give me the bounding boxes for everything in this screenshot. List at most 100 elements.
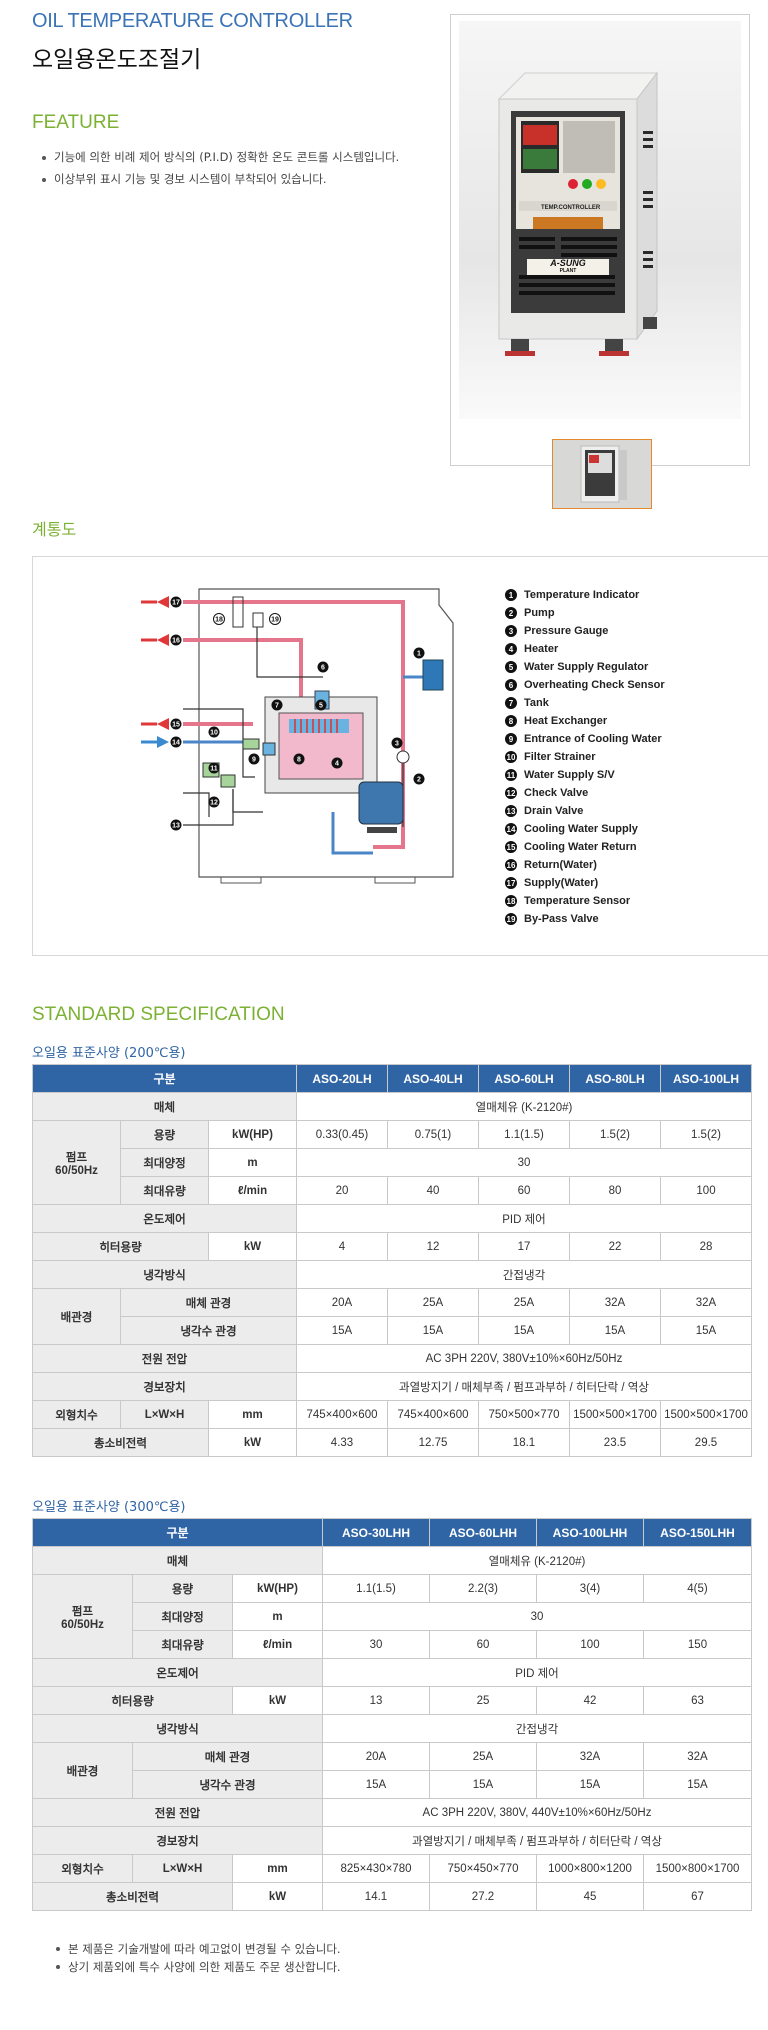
product-panel-label: TEMP.CONTROLLER xyxy=(541,205,601,211)
diagram-heading: 계통도 xyxy=(32,520,77,539)
svg-text:14: 14 xyxy=(172,740,180,747)
flow-diagram: 17 16 15 14 13 18 19 6 1 7 5 8 4 3 2 10 … xyxy=(141,588,454,884)
table-cell: 매체 관경 xyxy=(132,1742,323,1771)
svg-text:11: 11 xyxy=(210,766,218,773)
table-cell: 25A xyxy=(387,1288,479,1317)
table-cell: 1.1(1.5) xyxy=(478,1120,570,1149)
table-cell: 과열방지기 / 매체부족 / 펌프과부하 / 히터단락 / 역상 xyxy=(296,1372,752,1401)
table-cell: 4.33 xyxy=(296,1428,388,1457)
table-cell: 17 xyxy=(478,1232,570,1261)
marker-16: 16 xyxy=(170,634,182,646)
legend-number: 19 xyxy=(505,913,517,925)
legend-number: 3 xyxy=(505,625,517,637)
table-cell: 25A xyxy=(429,1742,537,1771)
table-cell: 4 xyxy=(296,1232,388,1261)
table-cell: mm xyxy=(208,1400,297,1429)
table-cell: 150 xyxy=(643,1630,752,1659)
table-cell: 최대유량 xyxy=(132,1630,233,1659)
svg-text:7: 7 xyxy=(275,703,279,710)
marker-6: 6 xyxy=(317,661,329,673)
table-cell: 냉각수 관경 xyxy=(132,1770,323,1799)
table-cell: 745×400×600 xyxy=(387,1400,479,1429)
legend-number: 2 xyxy=(505,607,517,619)
table-cell: 배관경 xyxy=(32,1288,121,1345)
model-header: ASO-150LHH xyxy=(643,1518,752,1547)
legend-label: Entrance of Cooling Water xyxy=(524,733,662,745)
model-header: ASO-30LHH xyxy=(322,1518,430,1547)
legend-label: Check Valve xyxy=(524,787,589,799)
table-cell: m xyxy=(232,1602,323,1631)
table-cell: 23.5 xyxy=(569,1428,661,1457)
table-cell: 온도제어 xyxy=(32,1204,297,1233)
table-cell: AC 3PH 220V, 380V, 440V±10%×60Hz/50Hz xyxy=(322,1798,752,1827)
table-cell: 용량 xyxy=(120,1120,209,1149)
svg-text:9: 9 xyxy=(252,757,256,764)
page-title-ko: 오일용온도조절기 xyxy=(32,47,202,73)
table-cell: 매체 xyxy=(32,1092,297,1121)
table-cell: 최대양정 xyxy=(132,1602,233,1631)
legend-number: 8 xyxy=(505,715,517,727)
legend-number: 5 xyxy=(505,661,517,673)
product-thumbnail[interactable] xyxy=(552,439,652,509)
table-cell: 32A xyxy=(569,1288,661,1317)
table-cell: 42 xyxy=(536,1686,644,1715)
legend-label: Pump xyxy=(524,607,555,619)
model-header: ASO-100LH xyxy=(660,1064,752,1093)
table-cell: 냉각수 관경 xyxy=(120,1316,297,1345)
legend-number: 16 xyxy=(505,859,517,871)
table-cell: 열매체유 (K-2120#) xyxy=(322,1546,752,1575)
table-cell: ℓ/min xyxy=(232,1630,323,1659)
marker-1: 1 xyxy=(413,647,425,659)
table-cell: 15A xyxy=(643,1770,752,1799)
table-cell: 15A xyxy=(322,1770,430,1799)
table-cell: 63 xyxy=(643,1686,752,1715)
marker-18: 18 xyxy=(213,613,225,625)
table-cell: 냉각방식 xyxy=(32,1714,323,1743)
legend-number: 11 xyxy=(505,769,517,781)
marker-14: 14 xyxy=(170,736,182,748)
legend-label: Tank xyxy=(524,697,549,709)
marker-2: 2 xyxy=(413,773,425,785)
table-cell: 매체 xyxy=(32,1546,323,1575)
table-cell: 15A xyxy=(429,1770,537,1799)
table-cell: PID 제어 xyxy=(322,1658,752,1687)
table-cell: 13 xyxy=(322,1686,430,1715)
feature-heading: FEATURE xyxy=(32,112,120,133)
thumbnail-illustration xyxy=(553,440,651,508)
table-header: 구분 xyxy=(32,1518,323,1547)
legend-label: Pressure Gauge xyxy=(524,625,609,637)
table-cell: ℓ/min xyxy=(208,1176,297,1205)
model-header: ASO-100LHH xyxy=(536,1518,644,1547)
table-cell: 간접냉각 xyxy=(322,1714,752,1743)
legend-label: By-Pass Valve xyxy=(524,913,599,925)
marker-3: 3 xyxy=(391,737,403,749)
table-cell: 67 xyxy=(643,1882,752,1911)
model-header: ASO-60LH xyxy=(478,1064,570,1093)
table-cell: 용량 xyxy=(132,1574,233,1603)
model-header: ASO-40LH xyxy=(387,1064,479,1093)
table-cell: AC 3PH 220V, 380V±10%×60Hz/50Hz xyxy=(296,1344,752,1373)
table-cell: 32A xyxy=(660,1288,752,1317)
table-cell: 열매체유 (K-2120#) xyxy=(296,1092,752,1121)
table-cell: 30 xyxy=(322,1602,752,1631)
table-cell: 30 xyxy=(322,1630,430,1659)
legend-number: 9 xyxy=(505,733,517,745)
table-cell: 20A xyxy=(322,1742,430,1771)
table-cell: mm xyxy=(232,1854,323,1883)
